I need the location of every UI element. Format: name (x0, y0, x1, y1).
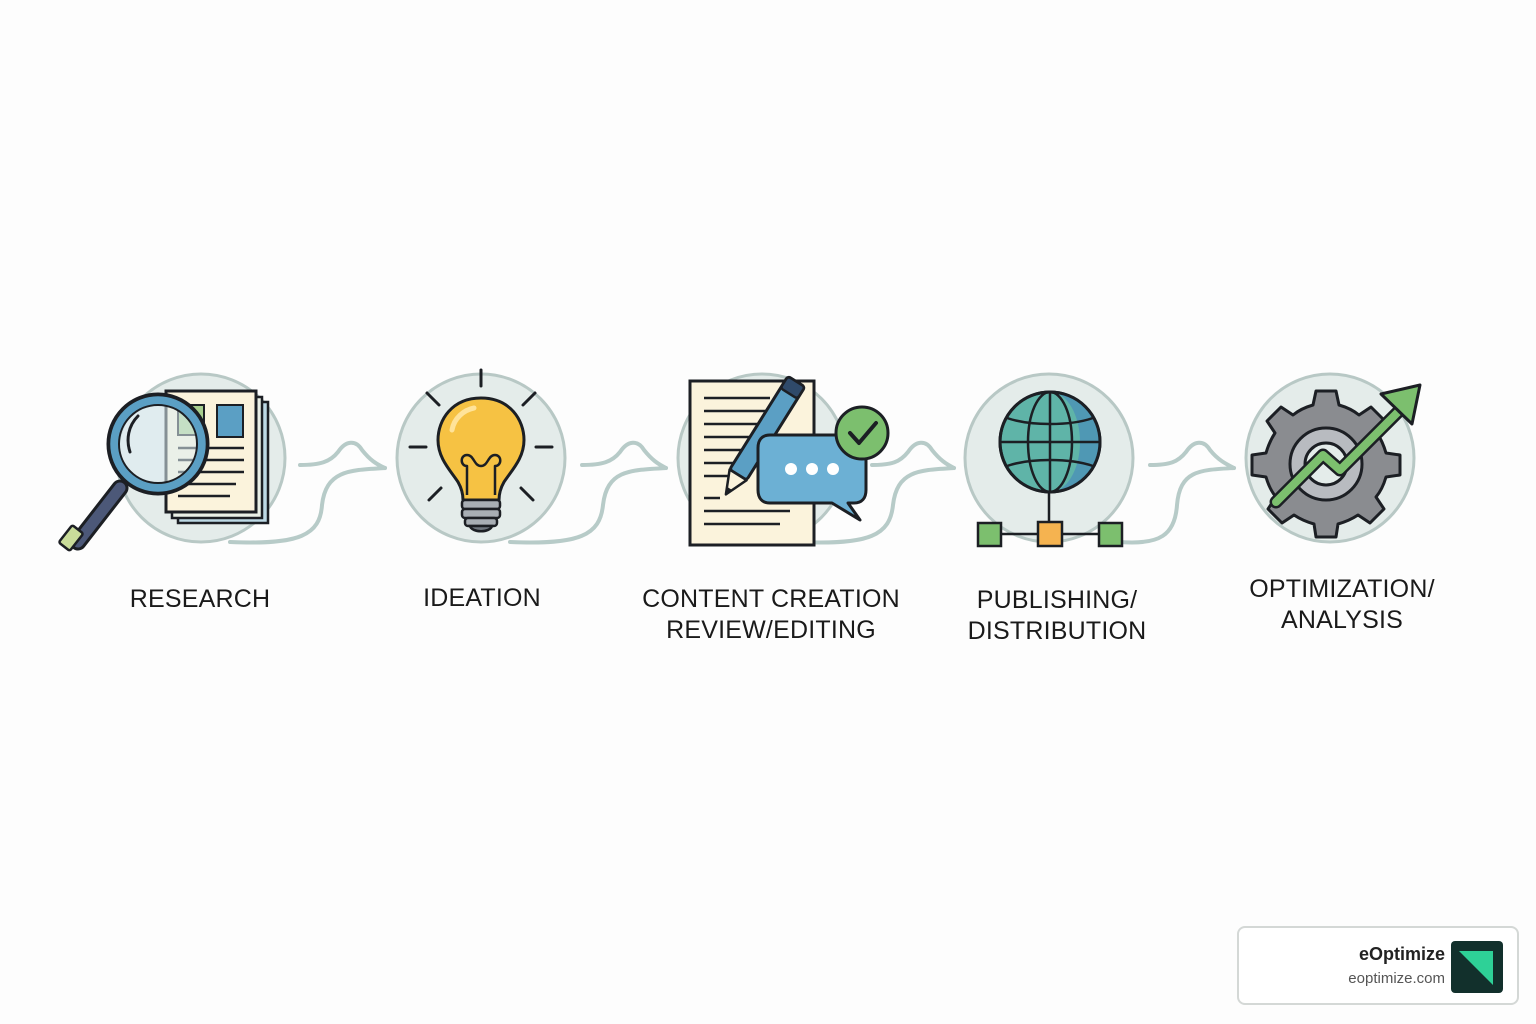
step-label-content-line-2: REVIEW/EDITING (666, 616, 876, 644)
magnifier-documents-icon (58, 389, 270, 552)
step-label-ideation-line-1: IDEATION (423, 584, 541, 612)
connector-1 (228, 440, 387, 545)
step-label-ideation: IDEATION (423, 583, 541, 614)
connector-4 (1118, 440, 1236, 545)
publishing-icon-group (963, 372, 1135, 548)
lightbulb-icon (408, 368, 554, 533)
step-label-optimization-line-2: ANALYSIS (1280, 606, 1404, 634)
step-label-content-line-1: CONTENT CREATION (642, 585, 900, 613)
step-label-publishing: PUBLISHING/ DISTRIBUTION (968, 585, 1147, 647)
gear-growth-arrow-icon (1250, 383, 1422, 539)
step-label-publishing-line-2: DISTRIBUTION (967, 617, 1147, 645)
eoptimize-logo-icon (1451, 941, 1503, 993)
document-pen-chat-icon (688, 375, 890, 547)
step-label-optimization-line-1: OPTIMIZATION/ (1249, 575, 1435, 603)
connector-2 (508, 440, 668, 545)
connector-3 (798, 440, 956, 545)
brand-card[interactable]: eOptimize eoptimize.com (1237, 926, 1519, 1005)
research-icon-group (58, 372, 287, 552)
step-label-content: CONTENT CREATION REVIEW/EDITING (642, 584, 900, 646)
step-label-optimization: OPTIMIZATION/ ANALYSIS (1249, 574, 1434, 636)
step-label-research-line-1: RESEARCH (129, 585, 271, 613)
globe-network-icon (976, 390, 1124, 548)
ideation-icon-group (395, 368, 567, 544)
content-icon-group (676, 372, 890, 547)
brand-name: eOptimize (1358, 944, 1445, 964)
step-label-research: RESEARCH (130, 584, 271, 615)
brand-url[interactable]: eoptimize.com (1348, 970, 1445, 987)
optimization-icon-group (1244, 372, 1422, 544)
step-label-publishing-line-1: PUBLISHING/ (976, 586, 1138, 614)
